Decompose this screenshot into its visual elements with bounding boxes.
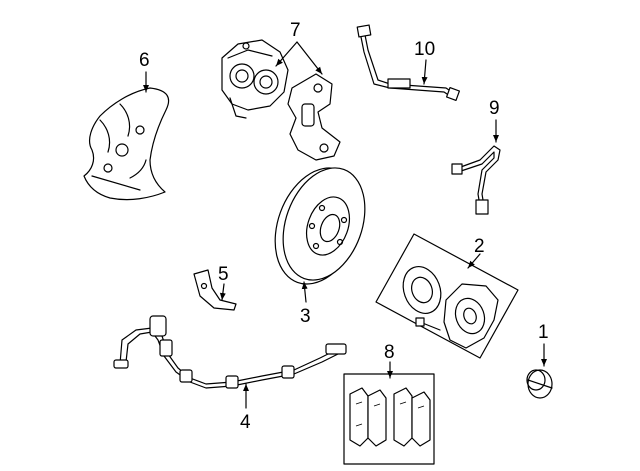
leader-3 bbox=[301, 281, 308, 303]
part-2-hub-bearing[interactable] bbox=[375, 233, 519, 359]
part-10-brake-hose[interactable] bbox=[356, 24, 461, 102]
callout-2: 2 bbox=[474, 236, 485, 257]
part-5-bracket[interactable] bbox=[193, 269, 237, 311]
leader-7b bbox=[296, 41, 323, 75]
part-3-rotor[interactable] bbox=[260, 156, 380, 296]
leader-10 bbox=[421, 59, 428, 85]
part-8-brake-pads[interactable] bbox=[343, 373, 435, 465]
part-9-brake-hose[interactable] bbox=[451, 145, 501, 215]
part-4-abs-sensor-wire[interactable] bbox=[113, 315, 347, 389]
part-2-box bbox=[375, 233, 519, 359]
leader-7a bbox=[275, 41, 298, 67]
leader-2 bbox=[467, 253, 481, 269]
callout-8: 8 bbox=[384, 342, 395, 363]
part-7-caliper[interactable] bbox=[221, 39, 289, 119]
callout-4: 4 bbox=[240, 412, 251, 433]
part-6-splash-shield[interactable] bbox=[83, 87, 170, 201]
part-1-hub-nut[interactable] bbox=[526, 369, 553, 399]
callout-1: 1 bbox=[538, 322, 549, 343]
callout-7: 7 bbox=[290, 20, 301, 41]
leader-5 bbox=[219, 283, 226, 301]
callout-3: 3 bbox=[300, 306, 311, 327]
callout-9: 9 bbox=[489, 98, 500, 119]
callout-5: 5 bbox=[218, 264, 229, 285]
callout-6: 6 bbox=[139, 50, 150, 71]
part-7-caliper-bracket[interactable] bbox=[287, 73, 341, 161]
callout-10: 10 bbox=[414, 39, 435, 60]
